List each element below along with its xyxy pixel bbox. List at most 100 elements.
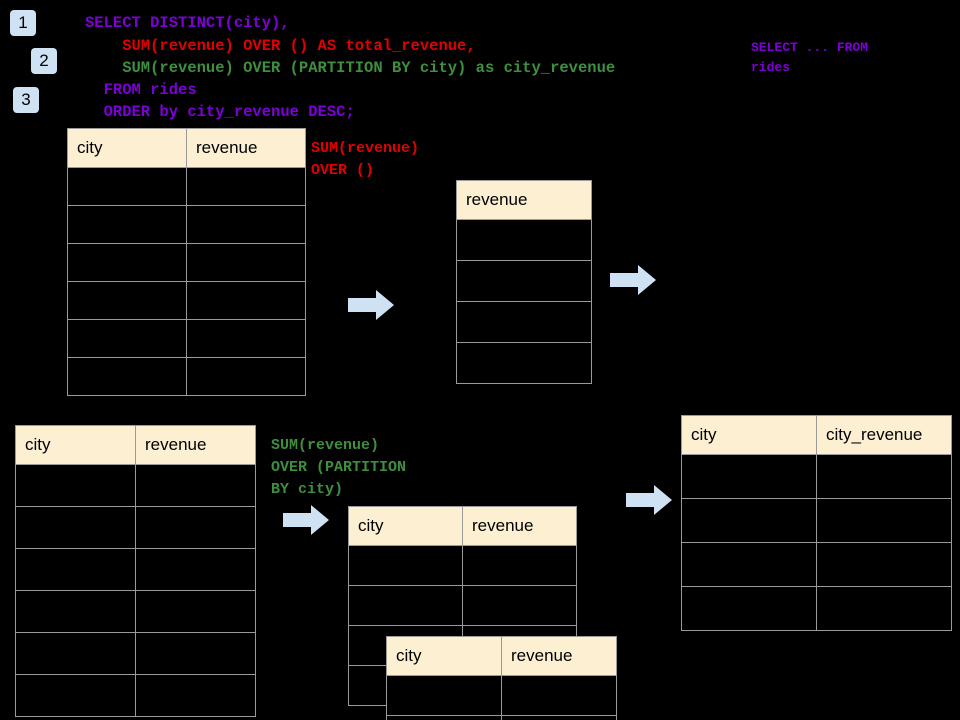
cell-city	[348, 585, 463, 626]
table-row	[67, 167, 306, 206]
arrow-source-to-partition	[283, 505, 329, 535]
sql-line-city-revenue: SUM(revenue) OVER (PARTITION BY city) as…	[85, 59, 616, 77]
side-note-select-from: SELECT ... FROM	[751, 40, 869, 55]
table-result: city city_revenue	[681, 415, 952, 631]
cell-revenue	[186, 243, 306, 282]
cell-city	[67, 167, 187, 206]
cell-revenue	[501, 715, 617, 720]
annotation-partition-sum-line2: OVER (PARTITION	[271, 459, 407, 476]
arrow-partition-to-result	[626, 485, 672, 515]
table-row	[67, 281, 306, 320]
cell-revenue	[186, 281, 306, 320]
sql-line-total-revenue: SUM(revenue) OVER () AS total_revenue,	[85, 37, 476, 55]
cell-revenue	[186, 357, 306, 396]
step-badge-1: 1	[10, 10, 36, 36]
table-row	[456, 260, 592, 302]
table-row	[386, 675, 617, 716]
column-header-city: city	[67, 128, 187, 168]
table-row	[15, 548, 256, 591]
cell-city	[67, 205, 187, 244]
side-note-rides: rides	[751, 60, 791, 75]
column-header-revenue: revenue	[186, 128, 306, 168]
table-row	[15, 590, 256, 633]
arrow-revenue-to-result	[610, 265, 656, 295]
column-header-city: city	[681, 415, 817, 455]
column-header-city: city	[386, 636, 502, 676]
cell-revenue	[501, 675, 617, 716]
step-badge-2: 2	[31, 48, 57, 74]
table-header-row: city city_revenue	[681, 415, 952, 455]
arrow-source-to-revenue	[348, 290, 394, 320]
table-row	[67, 357, 306, 396]
table-row	[456, 342, 592, 384]
table-row	[348, 545, 577, 586]
cell-city	[15, 632, 136, 675]
column-header-revenue: revenue	[501, 636, 617, 676]
table-row	[681, 586, 952, 631]
table-row	[15, 674, 256, 717]
cell-revenue	[135, 464, 256, 507]
cell-city	[67, 319, 187, 358]
table-row	[681, 542, 952, 587]
cell-revenue	[135, 674, 256, 717]
table-header-row: city revenue	[67, 128, 306, 168]
annotation-total-sum-line1: SUM(revenue)	[311, 140, 420, 157]
column-header-city-revenue: city_revenue	[816, 415, 952, 455]
table-row	[67, 243, 306, 282]
cell-revenue	[456, 219, 592, 261]
sql-line-select: SELECT DISTINCT(city),	[85, 14, 290, 32]
cell-revenue	[462, 585, 577, 626]
cell-city	[386, 715, 502, 720]
table-row	[15, 632, 256, 675]
table-row	[67, 205, 306, 244]
cell-revenue	[135, 548, 256, 591]
cell-city	[15, 548, 136, 591]
cell-city-revenue	[816, 586, 952, 631]
cell-revenue	[135, 506, 256, 549]
cell-city	[681, 586, 817, 631]
table-row	[386, 715, 617, 720]
cell-city	[15, 464, 136, 507]
table-source-top: city revenue	[67, 128, 306, 396]
annotation-total-sum-line2: OVER ()	[311, 162, 375, 179]
cell-city	[386, 675, 502, 716]
cell-city	[15, 674, 136, 717]
column-header-city: city	[348, 506, 463, 546]
table-header-row: city revenue	[386, 636, 617, 676]
cell-city	[67, 281, 187, 320]
cell-city	[681, 454, 817, 499]
table-header-row: city revenue	[348, 506, 577, 546]
cell-revenue	[186, 167, 306, 206]
cell-city	[681, 498, 817, 543]
step-badge-3: 3	[13, 87, 39, 113]
column-header-revenue: revenue	[462, 506, 577, 546]
table-source-bottom: city revenue	[15, 425, 256, 717]
cell-city	[15, 590, 136, 633]
cell-city	[15, 506, 136, 549]
table-row	[67, 319, 306, 358]
cell-city-revenue	[816, 498, 952, 543]
table-header-row: revenue	[456, 180, 592, 220]
table-revenue-agg: revenue	[456, 180, 592, 384]
cell-revenue	[456, 301, 592, 343]
cell-city	[67, 243, 187, 282]
annotation-partition-sum-line1: SUM(revenue)	[271, 437, 380, 454]
table-row	[348, 585, 577, 626]
cell-revenue	[186, 319, 306, 358]
table-row	[681, 454, 952, 499]
cell-revenue	[462, 545, 577, 586]
cell-revenue	[456, 260, 592, 302]
cell-city	[348, 545, 463, 586]
sql-line-order-by: ORDER by city_revenue DESC;	[85, 103, 355, 121]
column-header-city: city	[15, 425, 136, 465]
cell-revenue	[456, 342, 592, 384]
column-header-revenue: revenue	[456, 180, 592, 220]
table-row	[456, 219, 592, 261]
table-row	[15, 464, 256, 507]
cell-city-revenue	[816, 454, 952, 499]
table-row	[681, 498, 952, 543]
sql-line-from: FROM rides	[85, 81, 197, 99]
cell-city-revenue	[816, 542, 952, 587]
table-row	[15, 506, 256, 549]
